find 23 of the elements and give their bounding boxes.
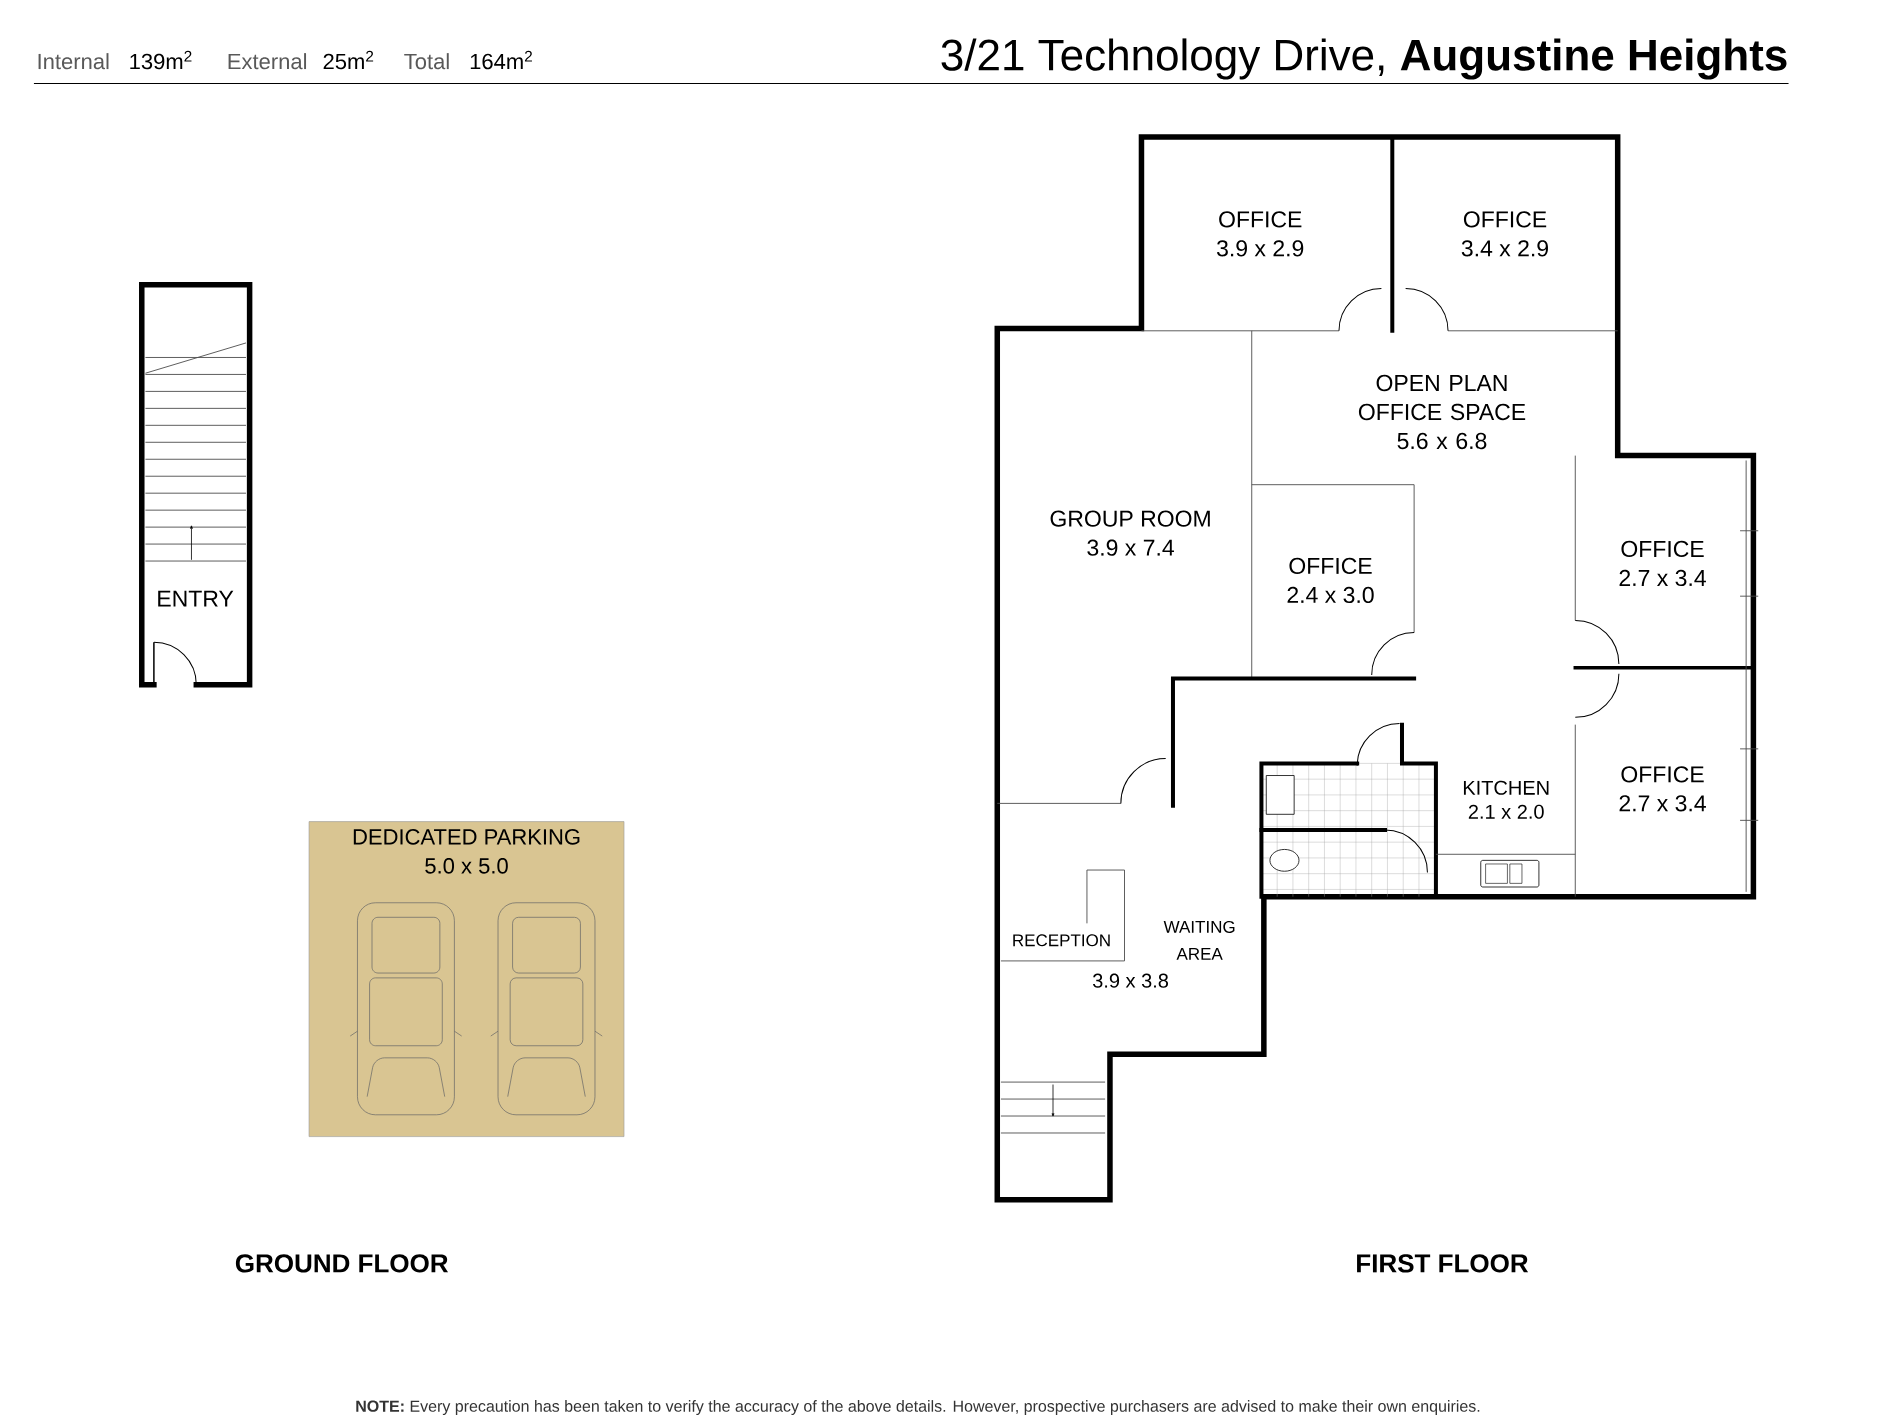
area-value: 164m$^{2}$ (470, 50, 532, 70)
floor-heading: GROUND FLOOR (235, 1254, 449, 1273)
area-value: 139m$^{2}$ (130, 50, 192, 70)
area-value: 25m$^{2}$ (323, 50, 374, 70)
floor-heading: FIRST FLOOR (1357, 1254, 1529, 1273)
room-label: KITCHEN 2.1 x 2.0 (1463, 780, 1549, 819)
room-label: GROUP ROOM 3.9 x 7.4 (1050, 510, 1210, 556)
area-label: Total (404, 53, 449, 70)
room-label: OFFICE 2.7 x 3.4 (1619, 540, 1706, 587)
room-label: OFFICE 3.9 x 2.9 (1217, 211, 1304, 257)
room-label: ENTRY (158, 590, 234, 607)
area-label: Internal (38, 53, 109, 70)
room-label: OFFICE 3.4 x 2.9 (1461, 211, 1548, 257)
area-label: External (228, 53, 307, 70)
parking-area: DEDICATED PARKING 5.0 x 5.0 (308, 821, 625, 1137)
room-label: OFFICE 2.4 x 3.0 (1287, 557, 1374, 604)
room-label: WAITING AREA (1163, 920, 1235, 960)
room-label: RECEPTION (1013, 934, 1110, 947)
title: 3/21 Technology Drive, Augustine Heights (941, 38, 1787, 80)
room-dimension: 3.9 x 3.8 (1092, 973, 1169, 988)
room-label: OPEN PLAN OFFICE SPACE 5.6 x 6.8 (1358, 374, 1526, 450)
disclaimer-note: NOTE: Every precaution has been taken to verify the accuracy of the above details. However, prospective purchasers are advised to make their own enquiries. (356, 1400, 1480, 1415)
room-label: OFFICE 2.7 x 3.4 (1619, 766, 1706, 812)
